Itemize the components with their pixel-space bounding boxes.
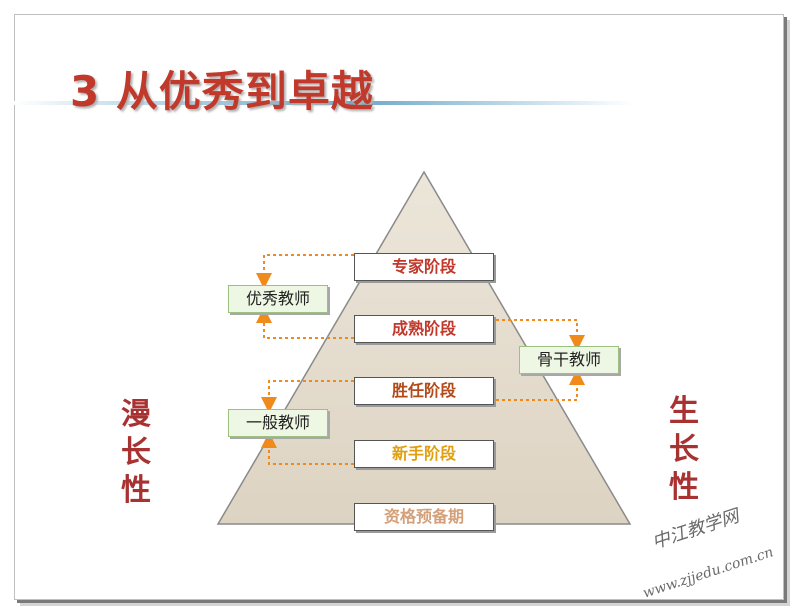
teacher-excellent: 优秀教师 (228, 285, 328, 313)
arrow-expert-excellent (256, 254, 354, 289)
teacher-backbone: 骨干教师 (519, 346, 619, 374)
left-side-text: 漫 长 性 (118, 396, 154, 510)
stage-preparation: 资格预备期 (354, 503, 494, 531)
arrow-novice-general (261, 432, 354, 465)
arrow-mature-excellent (256, 307, 354, 339)
stage-competent-label: 胜任阶段 (391, 381, 456, 400)
right-char-1: 生 (669, 394, 699, 429)
stage-novice: 新手阶段 (354, 440, 494, 468)
left-char-1: 漫 (121, 397, 151, 432)
stage-mature: 成熟阶段 (354, 315, 494, 343)
stage-expert-label: 专家阶段 (391, 257, 456, 276)
stage-preparation-label: 资格预备期 (383, 507, 464, 526)
stage-competent: 胜任阶段 (354, 377, 494, 405)
stage-expert: 专家阶段 (354, 253, 494, 281)
stage-novice-label: 新手阶段 (391, 444, 456, 463)
right-char-2: 长 (669, 432, 699, 467)
left-char-3: 性 (121, 473, 151, 508)
slide-title: 3 从优秀到卓越 (70, 67, 374, 116)
title-rule (14, 101, 634, 105)
arrow-competent-general (261, 380, 354, 413)
right-char-3: 性 (669, 470, 699, 505)
teacher-general: 一般教师 (228, 409, 328, 437)
stage-mature-label: 成熟阶段 (391, 319, 456, 338)
left-char-2: 长 (121, 435, 151, 470)
arrow-mature-backbone (496, 319, 585, 351)
arrow-competent-backbone (496, 369, 585, 401)
right-side-text: 生 长 性 (666, 393, 702, 507)
